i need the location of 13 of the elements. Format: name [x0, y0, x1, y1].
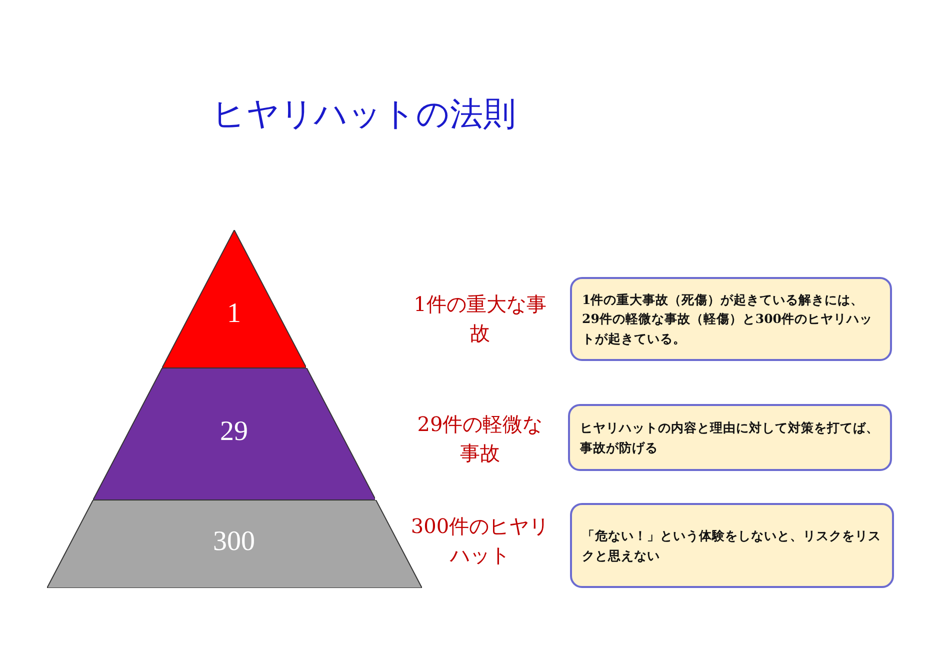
- note-box: [570, 277, 892, 361]
- note-box: [570, 503, 894, 588]
- title: ヒヤリハットの法則: [212, 93, 516, 135]
- tier-label: 300件のヒヤリハット: [410, 513, 550, 569]
- tier-count: 1: [226, 300, 241, 328]
- note-text: 1件の重大事故（死傷）が起きている解きには、29件の軽微な事故（軽傷）と300件のヒヤリハットが起きている。: [582, 290, 874, 348]
- tier-count: 300: [213, 528, 255, 556]
- note-text: ヒヤリハットの内容と理由に対して対策を打てば、事故が防げる: [580, 419, 880, 456]
- tier-label: 1件の重大な事故: [412, 291, 548, 347]
- note-text: 「危ない！」という体験をしないと、リスクをリスクと思えない: [582, 527, 882, 564]
- tier-label: 29件の軽微な事故: [416, 411, 544, 467]
- note-box: [568, 404, 892, 471]
- tier-count: 29: [220, 418, 248, 446]
